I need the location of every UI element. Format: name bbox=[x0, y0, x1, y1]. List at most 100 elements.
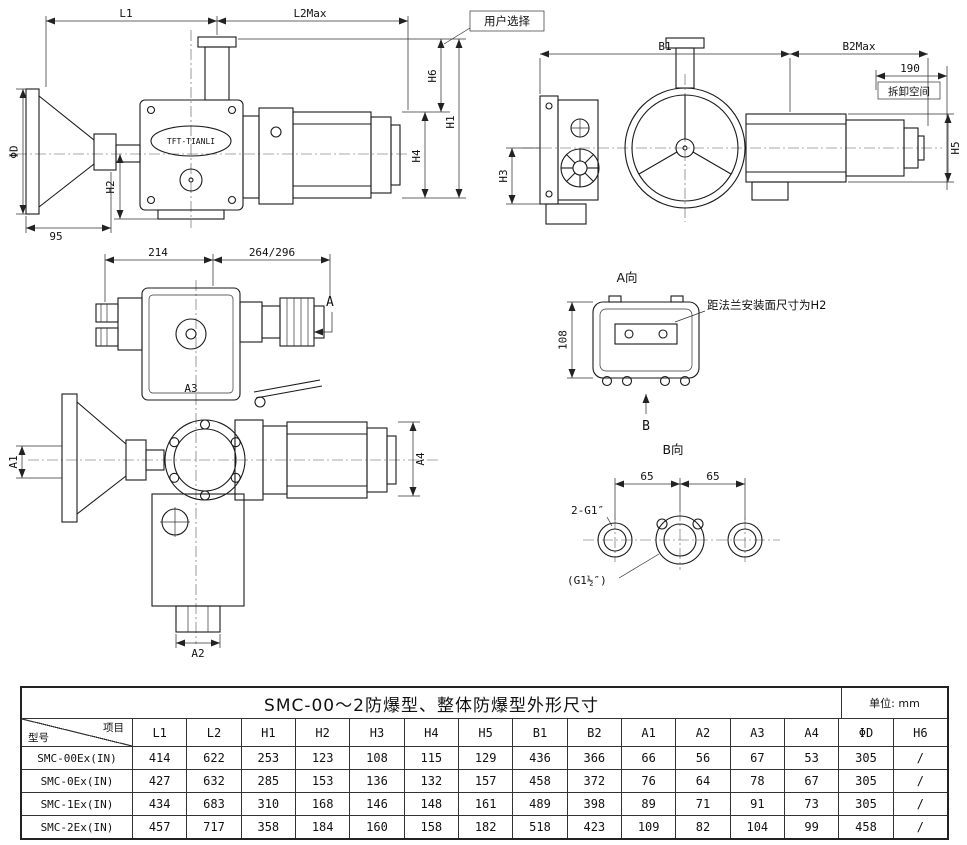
dim-A2-group: A2 bbox=[175, 634, 221, 660]
dim-L1: L1 bbox=[119, 7, 132, 20]
dim-A3: A3 bbox=[184, 382, 197, 395]
value-cell: 683 bbox=[186, 792, 241, 815]
dim-190: 190 bbox=[900, 62, 920, 75]
column-header-14: H6 bbox=[892, 718, 947, 746]
dim-65-left: 65 bbox=[640, 470, 653, 483]
value-cell: 457 bbox=[132, 815, 187, 838]
column-header-8: B2 bbox=[566, 718, 621, 746]
note-leader bbox=[674, 310, 706, 323]
column-header-6: H5 bbox=[457, 718, 513, 746]
value-cell: 305 bbox=[838, 769, 893, 792]
dim-264-296: 264/296 bbox=[249, 246, 295, 259]
value-cell: 108 bbox=[349, 746, 404, 769]
dim-B1: B1 bbox=[658, 40, 671, 53]
view-a: A向 距法兰安装面尺寸为H2 108 bbox=[555, 262, 885, 451]
dim-B2max: B2Max bbox=[842, 40, 875, 53]
value-cell: 71 bbox=[675, 792, 730, 815]
value-cell: 153 bbox=[294, 769, 350, 792]
value-cell: 129 bbox=[457, 746, 513, 769]
value-cell: 66 bbox=[620, 746, 676, 769]
value-cell: 99 bbox=[783, 815, 839, 838]
value-cell: 161 bbox=[457, 792, 513, 815]
dim-H6: H6 bbox=[426, 69, 439, 82]
value-cell: 285 bbox=[240, 769, 295, 792]
value-cell: 136 bbox=[349, 769, 404, 792]
value-cell: 518 bbox=[512, 815, 567, 838]
column-header-0: L1 bbox=[132, 718, 187, 746]
value-cell: 622 bbox=[186, 746, 241, 769]
value-cell: 310 bbox=[240, 792, 295, 815]
motor-side bbox=[745, 113, 925, 201]
value-cell: 358 bbox=[240, 815, 295, 838]
flange-circle bbox=[164, 419, 246, 501]
value-cell: 91 bbox=[729, 792, 784, 815]
motor-assembly bbox=[242, 107, 401, 205]
value-cell: 160 bbox=[349, 815, 404, 838]
handwheel-plan bbox=[61, 393, 165, 523]
value-cell: 184 bbox=[294, 815, 350, 838]
corner-model-label: 型号 bbox=[28, 732, 49, 744]
value-cell: 123 bbox=[294, 746, 350, 769]
port-centerlines bbox=[583, 510, 780, 570]
front-view-svg: TFT-TIANLI L1 bbox=[8, 7, 545, 243]
column-header-3: H2 bbox=[294, 718, 350, 746]
column-header-9: A1 bbox=[620, 718, 676, 746]
model-cell: SMC-00Ex(IN) bbox=[22, 746, 132, 769]
side-view: B1 B2Max 190 拆卸空间 H3 H5 bbox=[480, 30, 967, 244]
dim-H2: H2 bbox=[104, 180, 117, 193]
value-cell: 253 bbox=[240, 746, 295, 769]
value-cell: 56 bbox=[675, 746, 730, 769]
view-b: B向 65 65 bbox=[555, 438, 835, 617]
center-port-leader bbox=[618, 553, 660, 579]
value-cell: 73 bbox=[783, 792, 839, 815]
column-header-10: A2 bbox=[675, 718, 730, 746]
side-view-svg: B1 B2Max 190 拆卸空间 H3 H5 bbox=[497, 37, 962, 225]
value-cell: 423 bbox=[566, 815, 621, 838]
value-cell: 78 bbox=[729, 769, 784, 792]
value-cell: 64 bbox=[675, 769, 730, 792]
plan-view-svg: 214 264/296 bbox=[7, 246, 438, 660]
ports-label: 2-G1″ bbox=[571, 504, 604, 517]
value-cell: 146 bbox=[349, 792, 404, 815]
value-cell: 109 bbox=[620, 815, 676, 838]
column-header-2: H1 bbox=[240, 718, 295, 746]
table-unit-label: 单位: mm bbox=[841, 688, 947, 718]
motor-plan bbox=[234, 419, 397, 501]
view-b-title: B向 bbox=[662, 442, 683, 457]
column-header-4: H3 bbox=[349, 718, 404, 746]
value-cell: 148 bbox=[403, 792, 458, 815]
plug-connector bbox=[239, 297, 325, 347]
value-cell: 372 bbox=[566, 769, 621, 792]
value-cell: 434 bbox=[132, 792, 187, 815]
dim-108-group: 108 bbox=[557, 301, 593, 379]
column-header-5: H4 bbox=[403, 718, 458, 746]
gearbox-body bbox=[139, 99, 244, 220]
handwheel-front bbox=[624, 87, 746, 209]
flange-face bbox=[592, 295, 700, 387]
stem-column bbox=[197, 36, 237, 101]
value-cell: 414 bbox=[132, 746, 187, 769]
corner-item-label: 项目 bbox=[103, 722, 124, 734]
dim-A2: A2 bbox=[191, 647, 204, 660]
value-cell: 398 bbox=[566, 792, 621, 815]
value-cell: 182 bbox=[457, 815, 513, 838]
column-header-13: ΦD bbox=[838, 718, 893, 746]
table-corner-cell: 项目 型号 bbox=[22, 718, 132, 746]
lower-housing bbox=[151, 493, 245, 633]
view-b-svg: B向 65 65 bbox=[567, 442, 780, 587]
view-a-svg: A向 距法兰安装面尺寸为H2 108 bbox=[557, 270, 827, 434]
value-cell: / bbox=[892, 769, 947, 792]
dim-95: 95 bbox=[49, 230, 62, 243]
model-cell: SMC-0Ex(IN) bbox=[22, 769, 132, 792]
dim-A4: A4 bbox=[414, 452, 427, 466]
value-cell: 632 bbox=[186, 769, 241, 792]
value-cell: 717 bbox=[186, 815, 241, 838]
value-cell: 67 bbox=[783, 769, 839, 792]
flange-note: 距法兰安装面尺寸为H2 bbox=[707, 298, 826, 312]
section-mark-B: B bbox=[642, 419, 650, 434]
column-header-11: A3 bbox=[729, 718, 784, 746]
column-header-1: L2 bbox=[186, 718, 241, 746]
value-cell: 115 bbox=[403, 746, 458, 769]
section-mark-A: A bbox=[326, 295, 334, 310]
